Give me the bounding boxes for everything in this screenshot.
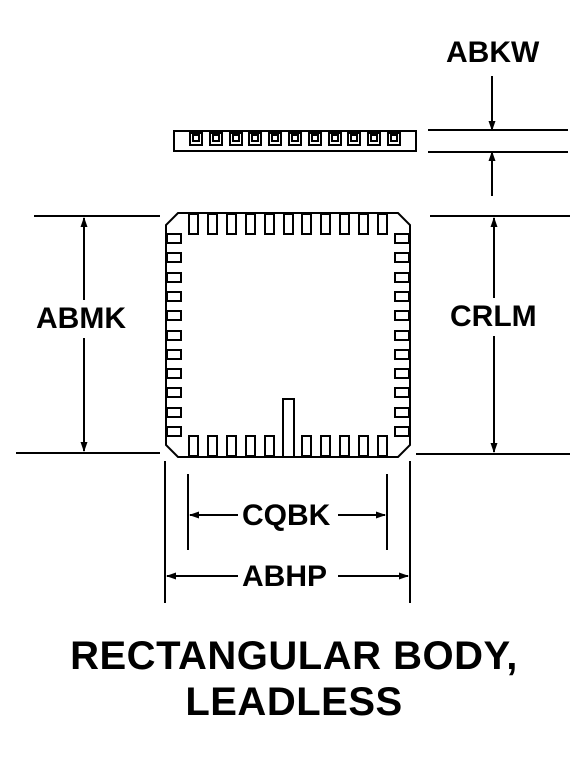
caption-line-1: RECTANGULAR BODY, (70, 634, 518, 678)
side-pad-inner (212, 134, 220, 142)
pad-left (166, 426, 182, 437)
pad-bottom (226, 435, 237, 457)
side-view-pads (189, 132, 401, 146)
pad-top (264, 213, 275, 235)
pad-top (301, 213, 312, 235)
pad-top (339, 213, 350, 235)
pad-right (394, 291, 410, 302)
pad-right (394, 233, 410, 244)
pad-left (166, 272, 182, 283)
pin-one-indicator (282, 398, 295, 458)
pad-bottom (245, 435, 256, 457)
pad-left (166, 349, 182, 360)
pad-left (166, 387, 182, 398)
pad-bottom (377, 435, 388, 457)
pad-left (166, 407, 182, 418)
abhp-label: ABHP (242, 560, 328, 593)
pad-bottom (207, 435, 218, 457)
package-pads (166, 213, 410, 457)
pad-right (394, 426, 410, 437)
caption-line-2: LEADLESS (185, 680, 403, 724)
side-pad-inner (331, 134, 339, 142)
pad-top (283, 213, 294, 235)
side-pad-inner (311, 134, 319, 142)
pad-bottom (264, 435, 275, 457)
pad-bottom (358, 435, 369, 457)
cqbk-label: CQBK (242, 499, 331, 532)
pad-bottom (301, 435, 312, 457)
pad-left (166, 368, 182, 379)
pad-top (358, 213, 369, 235)
pad-right (394, 368, 410, 379)
side-pad-inner (390, 134, 398, 142)
pad-right (394, 310, 410, 321)
side-pad-inner (271, 134, 279, 142)
pad-right (394, 407, 410, 418)
pad-top (226, 213, 237, 235)
pad-left (166, 252, 182, 263)
abmk-dimension (16, 215, 160, 454)
pad-bottom (339, 435, 350, 457)
side-pad-inner (370, 134, 378, 142)
pad-top (320, 213, 331, 235)
pad-top (188, 213, 199, 235)
cqbk-dimension (187, 474, 388, 550)
side-pad-inner (251, 134, 259, 142)
pad-left (166, 233, 182, 244)
side-pad-inner (192, 134, 200, 142)
pad-right (394, 272, 410, 283)
top-view (165, 212, 411, 458)
pad-right (394, 330, 410, 341)
pad-top (245, 213, 256, 235)
abkw-label: ABKW (446, 36, 540, 69)
crlm-dimension (416, 215, 570, 455)
pad-right (394, 387, 410, 398)
pad-left (166, 291, 182, 302)
side-pad-inner (291, 134, 299, 142)
pad-top (377, 213, 388, 235)
pad-right (394, 252, 410, 263)
side-pad-inner (232, 134, 240, 142)
side-pad-inner (350, 134, 358, 142)
pad-bottom (188, 435, 199, 457)
pad-top (207, 213, 218, 235)
side-view (173, 130, 417, 152)
abhp-dimension (164, 461, 411, 603)
abkw-dimension (428, 76, 568, 196)
pad-left (166, 330, 182, 341)
pad-right (394, 349, 410, 360)
pad-left (166, 310, 182, 321)
abmk-label: ABMK (36, 302, 126, 335)
pad-bottom (320, 435, 331, 457)
crlm-label: CRLM (450, 300, 537, 333)
